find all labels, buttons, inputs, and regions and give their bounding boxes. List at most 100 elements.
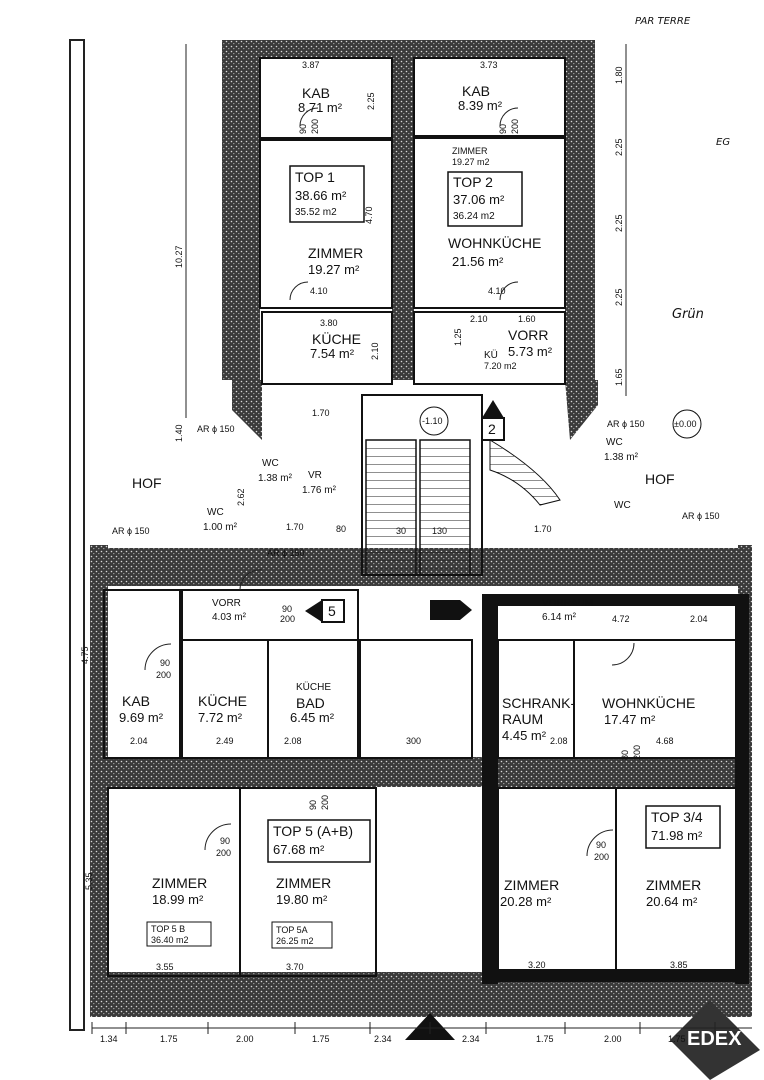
room-wohnkueche34: WOHNKÜCHE 17.47 m² [602, 694, 695, 727]
svg-text:KÜ: KÜ [484, 349, 498, 361]
room-wc-left1: WC 1.38 m² [258, 458, 293, 484]
svg-text:130: 130 [432, 526, 447, 536]
svg-text:2.49: 2.49 [216, 736, 234, 746]
svg-text:1.38 m²: 1.38 m² [258, 473, 293, 484]
room-zimmer5a: ZIMMER 19.80 m² [276, 875, 331, 907]
svg-text:1.76 m²: 1.76 m² [302, 485, 337, 496]
svg-text:4.68: 4.68 [656, 736, 674, 746]
room-zimmer-top2: ZIMMER 19.27 m2 [452, 146, 490, 167]
svg-text:38.66 m²: 38.66 m² [295, 188, 347, 203]
svg-text:90: 90 [220, 836, 230, 846]
svg-text:5.73 m²: 5.73 m² [508, 344, 553, 359]
room-zimmer34a: ZIMMER 20.28 m² [500, 877, 559, 909]
svg-text:2.04: 2.04 [690, 614, 708, 624]
svg-text:3.20: 3.20 [528, 960, 546, 970]
svg-text:5: 5 [328, 603, 336, 619]
svg-text:4.10: 4.10 [488, 286, 506, 296]
svg-text:9.69 m²: 9.69 m² [119, 710, 164, 725]
building-walls [69, 39, 752, 1031]
svg-text:19.27 m²: 19.27 m² [308, 262, 360, 277]
room-ku2: KÜ 7.20 m2 [484, 349, 517, 371]
side-note-eg: EG [716, 137, 730, 148]
svg-text:2.10: 2.10 [370, 342, 380, 360]
svg-text:200: 200 [320, 795, 330, 810]
svg-text:KÜCHE: KÜCHE [198, 692, 247, 709]
svg-text:2.34: 2.34 [374, 1034, 392, 1044]
unit-top5: TOP 5 (A+B) 67.68 m² [267, 819, 371, 863]
svg-text:1.38 m²: 1.38 m² [604, 452, 639, 463]
svg-text:BAD: BAD [296, 695, 325, 711]
svg-text:200: 200 [510, 119, 520, 134]
svg-text:1.75: 1.75 [668, 1034, 686, 1044]
room-vr-left1: VR 1.76 m² [302, 470, 337, 496]
header-note: PAR TERRE [635, 16, 691, 27]
svg-text:80: 80 [620, 750, 630, 760]
svg-text:KÜCHE: KÜCHE [296, 681, 331, 693]
svg-text:19.27 m2: 19.27 m2 [452, 157, 490, 167]
duct-label: AR ϕ 150 [607, 419, 645, 429]
room-kueche5: KÜCHE 7.72 m² [198, 692, 247, 725]
svg-text:3.70: 3.70 [286, 962, 304, 972]
svg-text:17.47 m²: 17.47 m² [604, 712, 656, 727]
staircase [365, 439, 561, 576]
svg-text:37.06 m²: 37.06 m² [453, 192, 505, 207]
svg-text:VR: VR [308, 470, 322, 481]
svg-text:ZIMMER: ZIMMER [504, 877, 559, 893]
duct-label: AR ϕ 150 [267, 548, 305, 558]
svg-text:KAB: KAB [302, 85, 330, 101]
duct-label: AR ϕ 150 [112, 526, 150, 536]
entrance-arrow-icon [430, 600, 472, 620]
svg-text:36.24 m2: 36.24 m2 [453, 211, 495, 222]
svg-text:1.75: 1.75 [312, 1034, 330, 1044]
svg-text:30: 30 [396, 526, 406, 536]
svg-text:WC: WC [606, 437, 623, 448]
room-vorr2: VORR 5.73 m² [508, 327, 553, 359]
svg-text:8.71 m²: 8.71 m² [298, 100, 343, 115]
svg-text:TOP 5 (A+B): TOP 5 (A+B) [273, 823, 353, 839]
svg-text:SCHRANK-: SCHRANK- [502, 695, 575, 711]
svg-text:2.08: 2.08 [550, 736, 568, 746]
svg-text:2.25: 2.25 [366, 92, 376, 110]
svg-text:90: 90 [298, 124, 308, 134]
door-swings [144, 107, 635, 857]
svg-text:1.34: 1.34 [100, 1034, 118, 1044]
svg-text:10.27: 10.27 [174, 245, 184, 268]
svg-text:2.25: 2.25 [614, 288, 624, 306]
svg-text:21.56 m²: 21.56 m² [452, 254, 504, 269]
unit-top5b: TOP 5 B 36.40 m2 [146, 921, 212, 947]
svg-text:WOHNKÜCHE: WOHNKÜCHE [448, 234, 541, 251]
svg-text:90: 90 [596, 840, 606, 850]
dimension-labels: 3.87 3.73 2.25 1.80 2.25 2.25 2.25 1.65 … [80, 60, 708, 1044]
svg-text:90: 90 [498, 124, 508, 134]
room-zimmer34b: ZIMMER 20.64 m² [646, 877, 701, 909]
svg-text:2.10: 2.10 [470, 314, 488, 324]
room-vorraum34: VORRAUM 6.14 m² [542, 598, 593, 623]
svg-text:VORRAUM: VORRAUM [542, 598, 593, 609]
svg-text:7.72 m²: 7.72 m² [198, 710, 243, 725]
svg-text:7.54 m²: 7.54 m² [310, 346, 355, 361]
duct-label: AR ϕ 150 [682, 511, 720, 521]
svg-text:1.65: 1.65 [614, 368, 624, 386]
svg-text:1.70: 1.70 [312, 408, 330, 418]
svg-text:WC: WC [262, 458, 279, 469]
svg-text:200: 200 [632, 745, 642, 760]
room-schrankraum: SCHRANK- RAUM 4.45 m² [502, 695, 575, 743]
room-wc-right1: WC 1.38 m² [604, 437, 639, 463]
svg-text:1.75: 1.75 [160, 1034, 178, 1044]
svg-text:3.80: 3.80 [320, 318, 338, 328]
svg-text:2.62: 2.62 [236, 488, 246, 506]
room-vorr5: VORR 4.03 m² [212, 598, 247, 623]
level-marker-a: -1.10 [419, 406, 449, 436]
svg-text:200: 200 [594, 852, 609, 862]
stair-marker-2: 2 [481, 400, 505, 441]
svg-text:TOP 3/4: TOP 3/4 [651, 809, 703, 825]
svg-text:4.45 m²: 4.45 m² [502, 728, 547, 743]
svg-text:20.28 m²: 20.28 m² [500, 894, 552, 909]
courtyard-left: HOF [132, 475, 162, 491]
svg-text:TOP 5A: TOP 5A [276, 925, 308, 935]
svg-text:2.25: 2.25 [614, 214, 624, 232]
svg-text:200: 200 [156, 670, 171, 680]
svg-text:2.04: 2.04 [130, 736, 148, 746]
room-kab2: KAB 8.39 m² [458, 83, 503, 113]
svg-text:KÜCHE: KÜCHE [312, 330, 361, 347]
